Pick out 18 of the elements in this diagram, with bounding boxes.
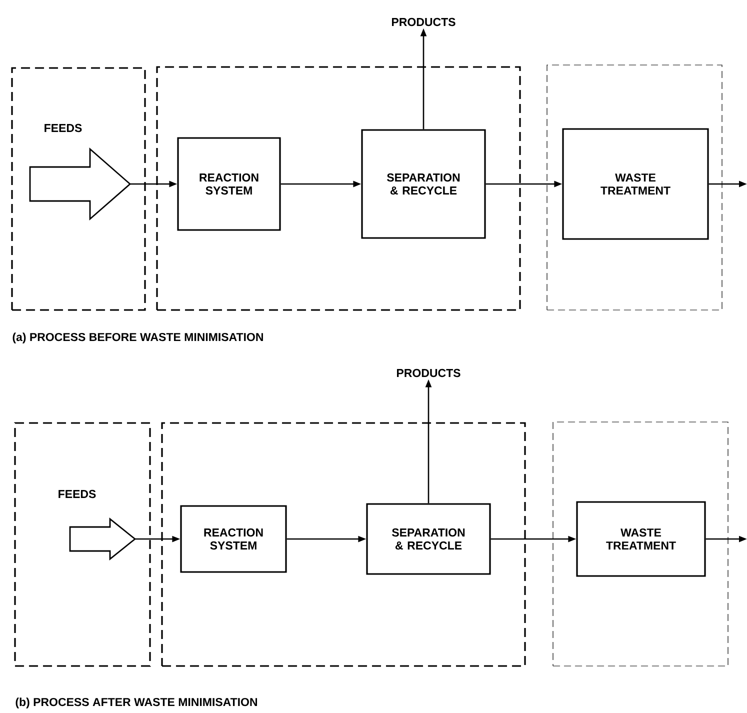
dashed-boundary: FEEDS (14, 422, 151, 667)
dashed-boundary (546, 64, 722, 310)
dashed-boundary: FEEDS (11, 67, 146, 311)
block-arrow (29, 147, 132, 221)
process-box: REACTION SYSTEM (180, 505, 287, 573)
process-box: SEPARATION & RECYCLE (361, 129, 486, 239)
dashed-boundary (552, 422, 728, 666)
figure-caption: (b) PROCESS AFTER WASTE MINIMISATION (16, 698, 257, 708)
process-box: WASTE TREATMENT (576, 501, 706, 577)
output-label: PRODUCTS (397, 368, 460, 378)
dashed-boundary (161, 422, 526, 667)
dashed-boundary (156, 66, 521, 311)
process-box: WASTE TREATMENT (562, 128, 709, 240)
figure-caption: (a) PROCESS BEFORE WASTE MINIMISATION (12, 332, 263, 344)
block-arrow (69, 518, 136, 560)
process-box: SEPARATION & RECYCLE (366, 503, 491, 575)
process-box: REACTION SYSTEM (177, 137, 281, 231)
output-label: PRODUCTS (392, 18, 456, 26)
